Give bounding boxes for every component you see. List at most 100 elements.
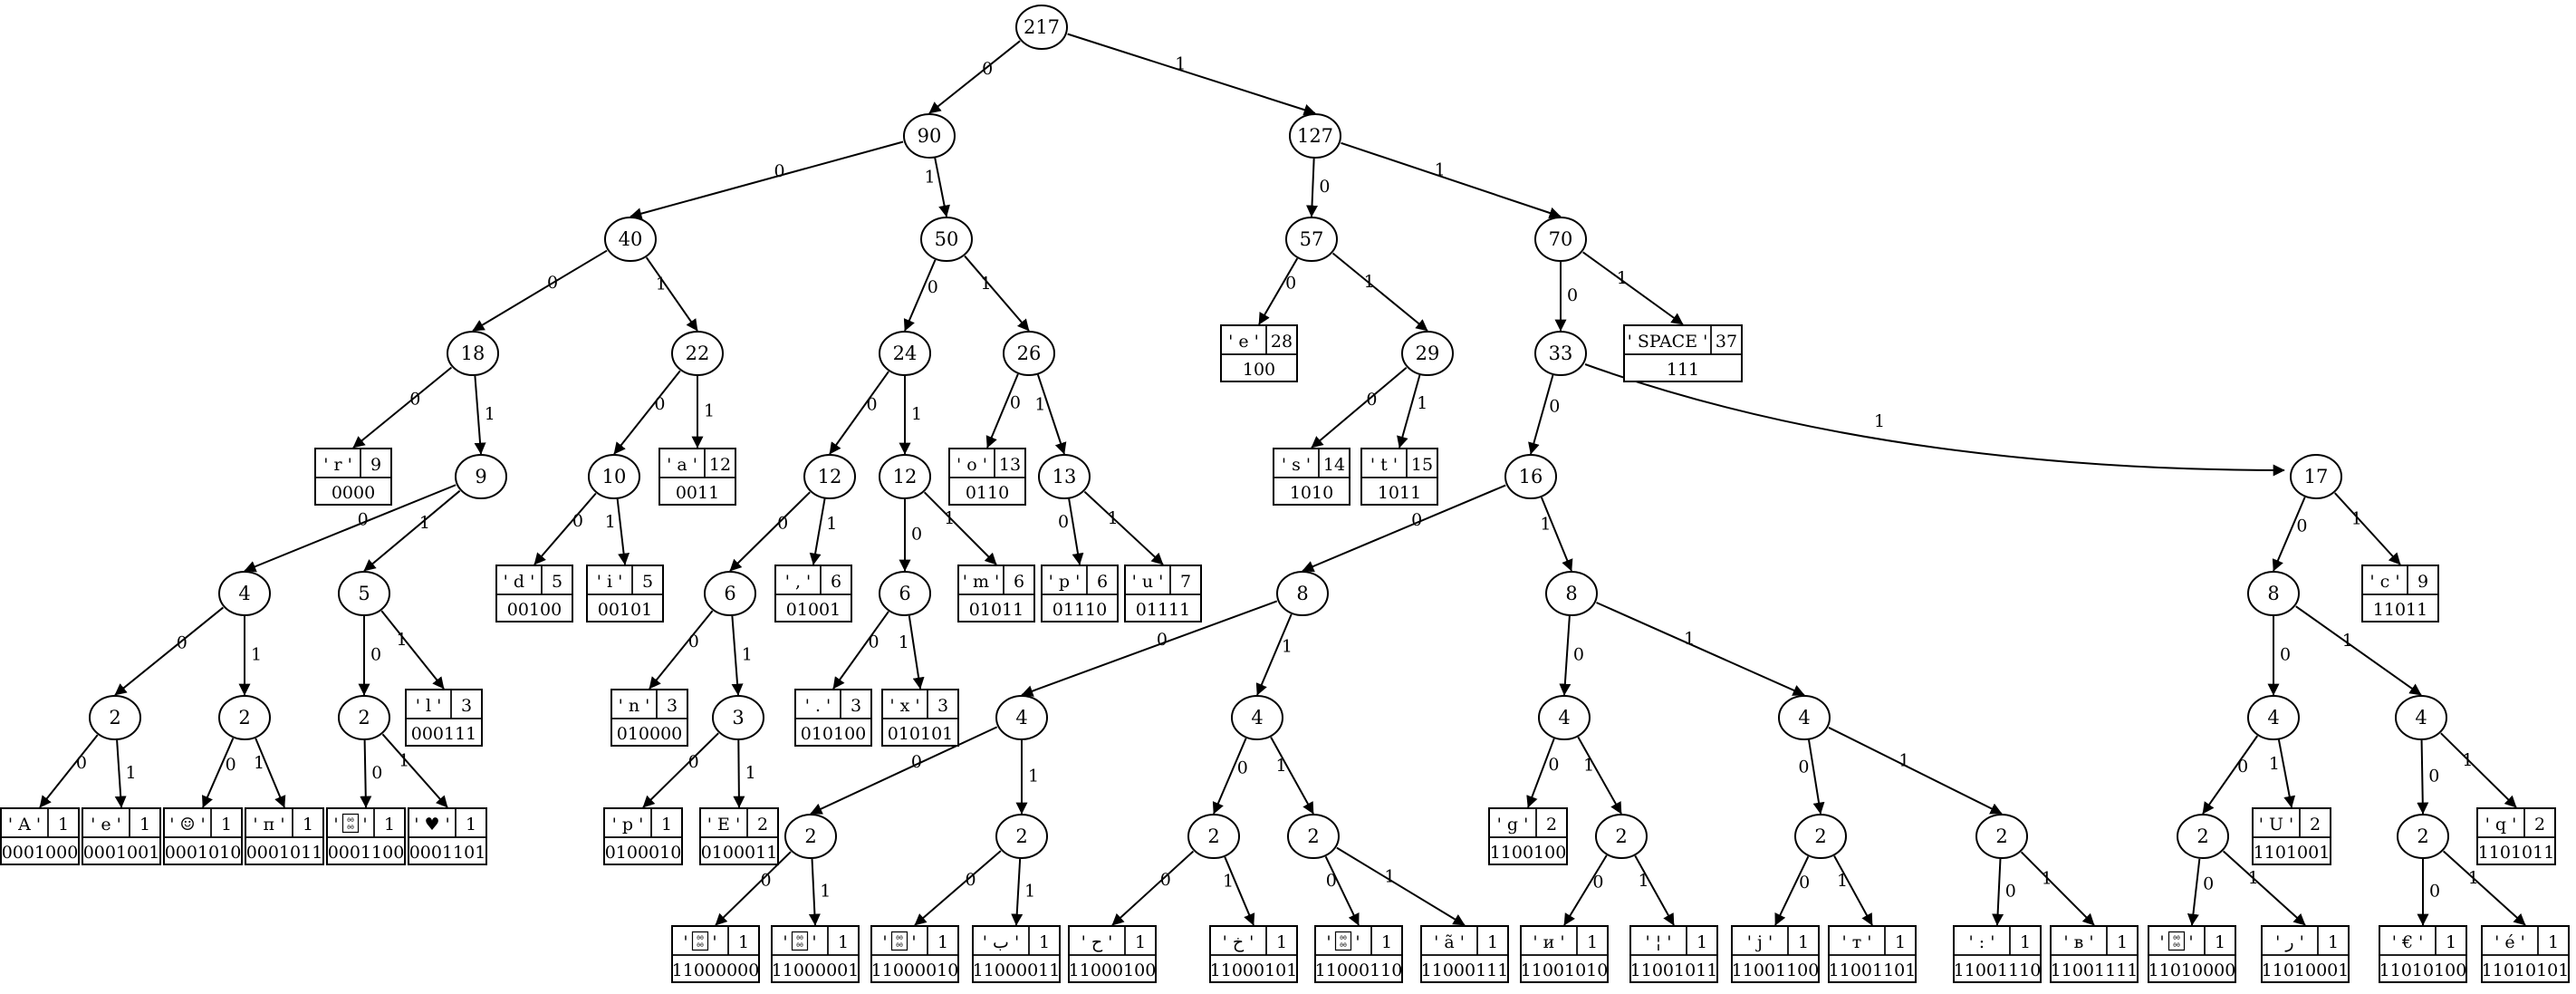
node-count: 8 <box>1296 583 1308 604</box>
leaf-box <box>2476 807 2556 865</box>
leaf-code: 01001 <box>786 600 841 620</box>
leaf-char: ' ☺ ' <box>169 815 206 835</box>
node-count: 4 <box>1251 707 1263 729</box>
edge-bit-label: 0 <box>547 273 558 293</box>
leaf-box <box>1360 448 1438 506</box>
node-count: 2 <box>109 707 120 729</box>
edge-4-2 <box>810 726 998 815</box>
edge-bit-label: 0 <box>1549 396 1560 416</box>
node-70: 70 <box>1534 217 1587 262</box>
node-count: 5 <box>358 583 370 604</box>
node-ellipse <box>920 217 973 262</box>
leaf-box <box>1220 324 1298 382</box>
edge-bit-label: 0 <box>2203 873 2214 893</box>
node-count: 2 <box>1814 825 1826 847</box>
node-26: 26 <box>1003 331 1055 376</box>
node-18: 18 <box>447 331 499 376</box>
node-ellipse <box>995 695 1048 740</box>
leaf-count: 7 <box>1180 572 1191 592</box>
node-ellipse <box>1534 331 1587 376</box>
node-ellipse <box>704 571 756 616</box>
leaf-count: 2 <box>1546 815 1557 835</box>
leaf-count: 6 <box>831 572 841 592</box>
leaf-char: ' l ' <box>416 696 442 716</box>
edge-57-100 <box>1258 257 1299 325</box>
leaf-count: 1 <box>1798 932 1809 952</box>
leaf-code: 1101001 <box>2254 843 2331 863</box>
node-count: 4 <box>238 583 250 604</box>
leaf-char: ' ã ' <box>1434 932 1465 952</box>
edge-bit-label: 1 <box>419 513 430 533</box>
node-count: 2 <box>804 825 816 847</box>
leaf-char: ' , ' <box>785 572 812 592</box>
leaf-count: 1 <box>58 815 69 835</box>
node-ellipse <box>588 454 640 499</box>
leaf-code: 11010000 <box>2148 960 2236 980</box>
node-57: 57 <box>1285 217 1338 262</box>
edge-bit-label: 1 <box>1617 268 1628 288</box>
edge-29-1011 <box>1397 374 1421 449</box>
leaf-code: 11001111 <box>2051 960 2139 980</box>
leaf-code: 0001011 <box>246 843 323 863</box>
node-ellipse <box>447 331 499 376</box>
node-ellipse <box>89 695 141 740</box>
node-count: 9 <box>475 466 486 487</box>
node-ellipse <box>2290 454 2342 499</box>
leaf-code: 01111 <box>1136 600 1190 620</box>
edge-bit-label: 1 <box>1024 881 1035 901</box>
edge-33-17 <box>1584 363 2285 477</box>
edge-2-11001110 <box>1992 858 2004 926</box>
node-count: 4 <box>1015 707 1027 729</box>
edge-4-2 <box>1577 736 1622 815</box>
leaf-code: 00101 <box>598 600 652 620</box>
edge-4-2 <box>2202 735 2259 815</box>
leaf-count: 14 <box>1323 455 1345 475</box>
edge-4-1100100 <box>1526 738 1555 808</box>
node-90: 90 <box>903 113 956 159</box>
edge-bit-label: 1 <box>126 763 137 783</box>
node-6: 6 <box>879 571 931 616</box>
leaf-char: ' s ' <box>1282 455 1311 475</box>
node-ellipse <box>604 217 657 262</box>
edge-bit-label: 0 <box>1237 758 1248 777</box>
leaf-count: 1 <box>2020 932 2031 952</box>
node-50: 50 <box>920 217 973 262</box>
edge-bit-label: 0 <box>2428 766 2439 786</box>
node-33: 33 <box>1534 331 1587 376</box>
leaf-code: 11010100 <box>2379 960 2467 980</box>
leaf-char: ' p ' <box>612 815 644 835</box>
node-count: 6 <box>899 583 910 604</box>
edge-8-4 <box>2295 605 2422 696</box>
edge-2-11000011 <box>1011 858 1024 926</box>
edge-2-11001011 <box>1634 855 1675 926</box>
leaf-box <box>495 565 573 622</box>
edge-9-5 <box>363 489 461 572</box>
node-ellipse <box>1534 217 1587 262</box>
edge-bit-label: 1 <box>911 404 922 424</box>
edge-2-11001101 <box>1833 855 1873 926</box>
edge-bit-label: 1 <box>2269 754 2280 774</box>
leaf-char: ' A ' <box>8 815 41 835</box>
edge-bit-label: 0 <box>2280 645 2291 665</box>
node-ellipse <box>995 814 1048 859</box>
node-ellipse <box>1595 814 1648 859</box>
node-count: 4 <box>1558 707 1570 729</box>
edge-2-11000101 <box>1224 856 1255 926</box>
edge-3-0100011 <box>733 739 745 808</box>
leaf-box <box>245 807 324 865</box>
node-ellipse <box>1504 454 1557 499</box>
missing-glyph-box <box>2167 931 2186 951</box>
